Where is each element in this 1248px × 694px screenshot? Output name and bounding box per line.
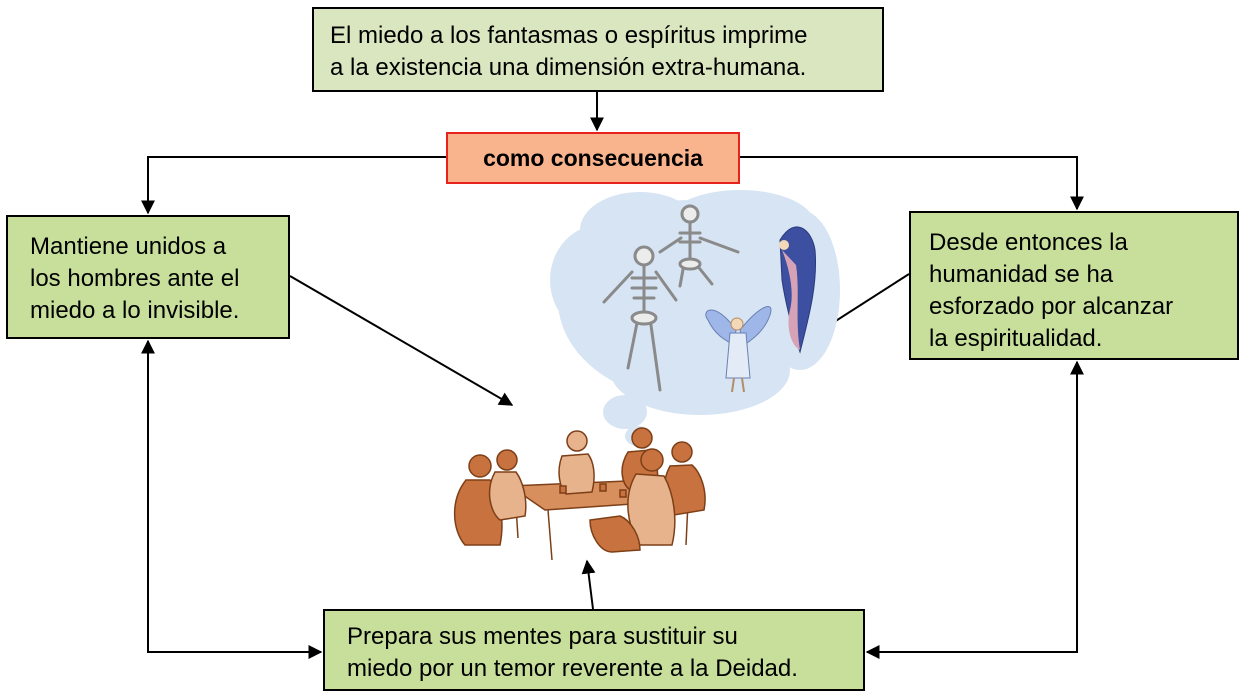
right-statement-box: Desde entonces la humanidad se ha esforz… [909,211,1239,360]
people-around-table-illustration [453,427,706,561]
top-statement-line-2: a la existencia una dimensión extra-huma… [330,54,807,81]
left-statement-line-1: Mantiene unidos a [30,233,227,260]
right-statement-line-2: humanidad se ha [929,261,1114,288]
bottom-statement-line-1: Prepara sus mentes para sustituir su [347,623,738,650]
left-statement-line-2: los hombres ante el [30,265,240,292]
arrow-left-bottom-loop [141,339,323,659]
arrow-left-to-people [289,275,514,406]
arrow-right-bottom-loop [865,360,1084,659]
left-statement-line-3: miedo a lo invisible. [30,297,240,324]
bottom-statement-line-2: miedo por un temor reverente a la Deidad… [347,655,798,682]
arrow-middle-to-left [141,156,446,215]
skeleton-figure [658,204,740,288]
consequence-label: como consecuencia [483,145,703,171]
skeleton-figure [602,245,678,392]
right-statement-line-4: la espiritualidad. [929,325,1103,352]
bottom-statement-box: Prepara sus mentes para sustituir su mie… [323,609,865,691]
top-statement-box: El miedo a los fantasmas o espíritus imp… [312,7,884,92]
winged-spirit-figure [779,226,817,354]
consequence-box: como consecuencia [446,132,740,184]
top-statement-line-1: El miedo a los fantasmas o espíritus imp… [330,22,808,49]
right-statement-line-1: Desde entonces la [929,229,1128,256]
arrow-bottom-to-people [581,559,596,610]
arrow-middle-to-right [740,156,1084,211]
left-statement-box: Mantiene unidos a los hombres ante el mi… [6,215,290,339]
winged-spirit-figure [705,306,772,393]
right-statement-line-3: esforzado por alcanzar [929,293,1174,320]
thought-cloud-illustration [550,190,840,446]
